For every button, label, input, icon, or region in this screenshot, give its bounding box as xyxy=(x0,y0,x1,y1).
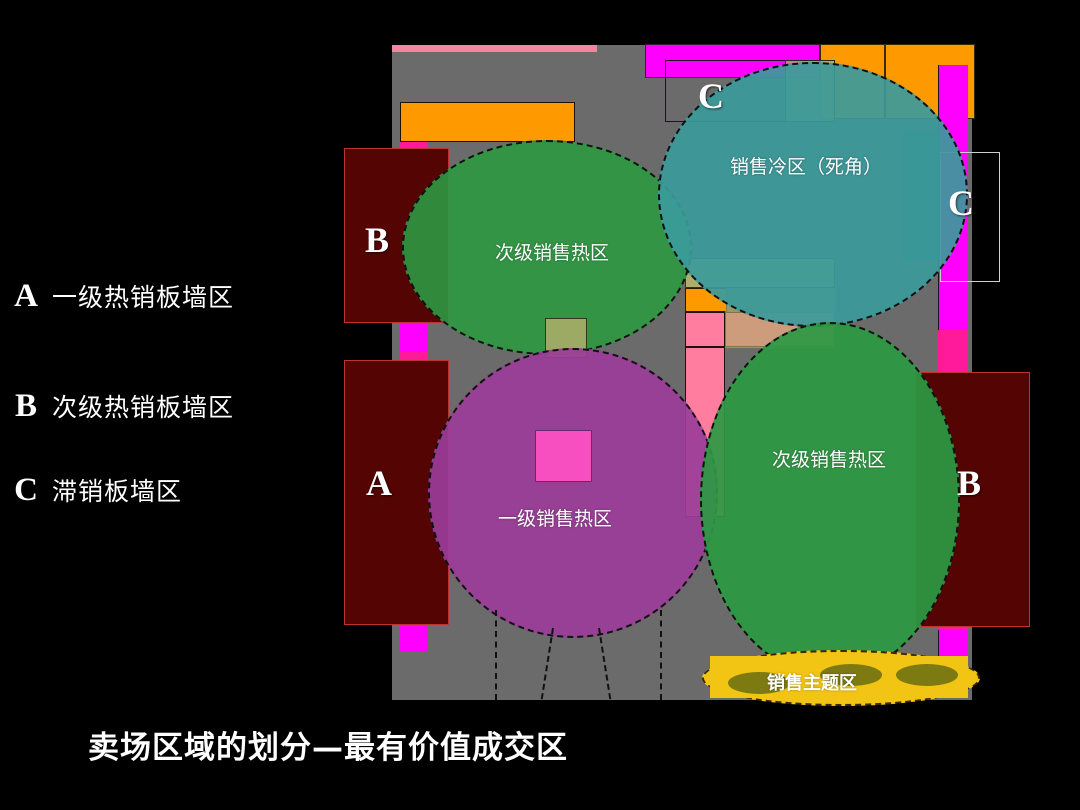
zone-label-theme: 销售主题区 xyxy=(767,673,857,694)
legend-letter-c: C xyxy=(14,472,38,508)
page-title: 卖场区域的划分—最有价值成交区 xyxy=(88,730,568,766)
entrance-guide-left xyxy=(495,610,497,700)
theme-ellipse-2 xyxy=(820,664,882,686)
legend-letter-a: A xyxy=(14,278,38,314)
left-orange-counter xyxy=(400,102,575,142)
top-pink-strip xyxy=(392,45,597,52)
primary-hot-center-fixture xyxy=(535,430,592,482)
legend-label-b: 次级热销板墙区 xyxy=(52,393,235,422)
zone-secondary-hot-right[interactable] xyxy=(700,322,960,677)
marker-b-left: B xyxy=(365,220,390,260)
theme-ellipse-3 xyxy=(896,664,958,686)
legend-item-a: A 一级热销板墙区 xyxy=(0,278,234,314)
legend-item-c: C 滞销板墙区 xyxy=(0,472,182,508)
marker-c-right: C xyxy=(948,183,974,223)
zone-primary-hot[interactable] xyxy=(428,348,718,638)
zone-label-primary-hot: 一级销售热区 xyxy=(498,508,613,530)
legend-letter-b: B xyxy=(14,388,37,424)
legend-label-a: 一级热销板墙区 xyxy=(52,283,235,312)
center-salmon-block-1 xyxy=(685,312,725,347)
theme-ellipse-1 xyxy=(728,672,790,694)
zone-label-secondary-hot-top: 次级销售热区 xyxy=(495,242,610,264)
legend-label-c: 滞销板墙区 xyxy=(52,477,183,506)
entrance-guide-right xyxy=(660,610,662,700)
legend-item-b: B 次级热销板墙区 xyxy=(0,388,234,424)
zone-label-secondary-hot-right: 次级销售热区 xyxy=(772,449,887,471)
store-floor-plan: 次级销售热区 销售冷区（死角） 一级销售热区 次级销售热区 销售主题区 B A … xyxy=(330,30,1040,710)
marker-c-top: C xyxy=(698,76,724,116)
marker-b-right: B xyxy=(957,463,982,503)
zone-cold[interactable] xyxy=(658,62,968,327)
zone-label-cold: 销售冷区（死角） xyxy=(730,156,883,178)
marker-a-left: A xyxy=(366,463,392,503)
